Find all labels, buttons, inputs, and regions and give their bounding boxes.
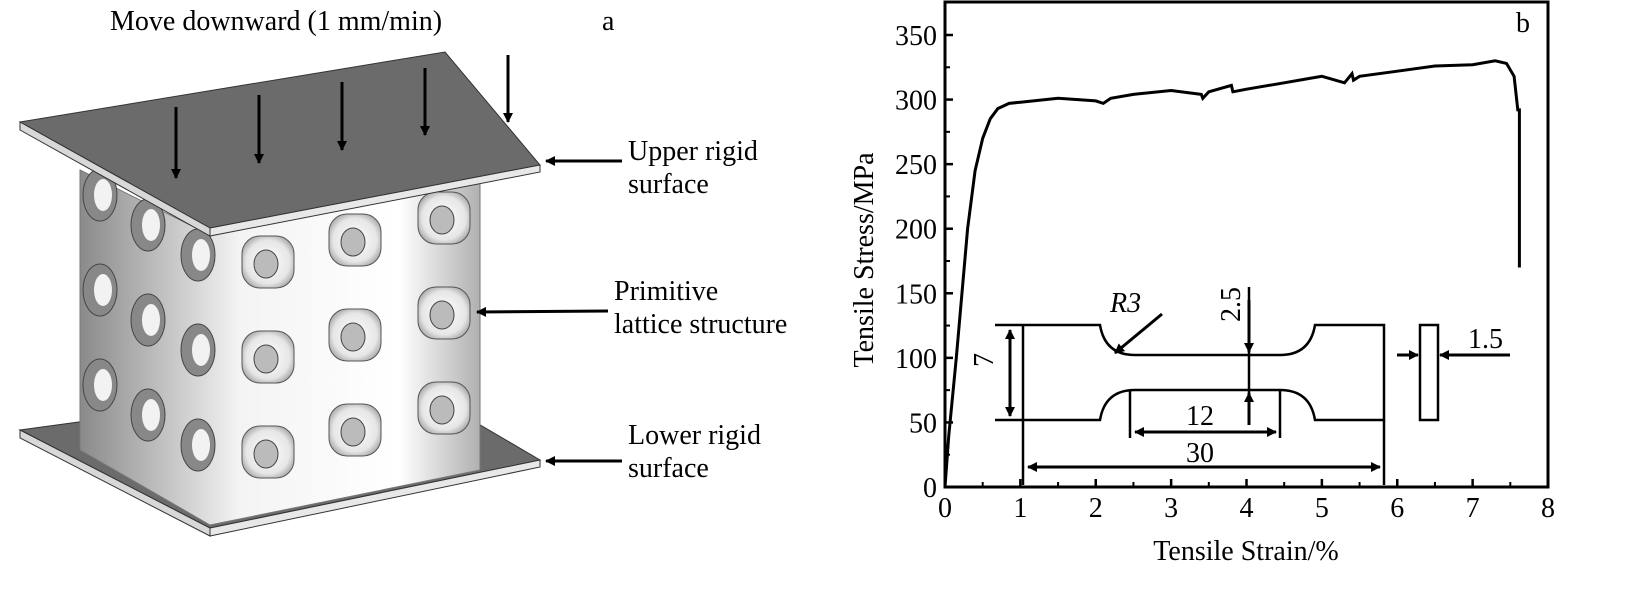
label-lattice: Primitive lattice structure (614, 276, 787, 340)
y-tick-label: 300 (895, 86, 937, 117)
x-axis-label: Tensile Strain/% (1153, 536, 1338, 567)
dim-2-5: 2.5 (1216, 287, 1247, 322)
y-tick-label: 0 (923, 473, 937, 504)
x-tick-label: 2 (1089, 493, 1103, 524)
y-tick-label: 250 (895, 150, 937, 181)
x-tick-label: 4 (1240, 493, 1254, 524)
x-tick-label: 7 (1466, 493, 1480, 524)
x-tick-label: 5 (1315, 493, 1329, 524)
dim-1-5: 1.5 (1468, 324, 1503, 355)
y-axis: 0 50 100 150 200 250 300 350 (895, 21, 953, 504)
stress-strain-curve (943, 59, 1521, 488)
y-axis-label: Tensile Stress/MPa (849, 152, 880, 368)
panel-a-title: Move downward (1 mm/min) (110, 6, 442, 37)
label-upper-surface: Upper rigid surface (628, 136, 765, 200)
panel-a-label: a (602, 6, 615, 37)
x-tick-label: 1 (1013, 493, 1027, 524)
y-tick-label: 150 (895, 279, 937, 310)
upper-rigid-surface (18, 51, 541, 237)
x-tick-label: 3 (1164, 493, 1178, 524)
primitive-lattice-structure (79, 168, 481, 526)
lattice-rings-front-face (241, 191, 471, 479)
label-lower-surface: Lower rigid surface (628, 420, 768, 484)
dim-12: 12 (1186, 401, 1214, 432)
y-tick-label: 200 (895, 215, 937, 246)
dim-7: 7 (969, 353, 1000, 367)
y-tick-label: 50 (909, 408, 937, 439)
panel-a: Move downward (1 mm/min) a (18, 6, 787, 537)
dim-30: 30 (1186, 438, 1214, 469)
x-tick-label: 0 (938, 493, 952, 524)
x-tick-label: 8 (1541, 493, 1555, 524)
plot-frame (943, 0, 1550, 489)
dim-r3: R3 (1109, 288, 1141, 319)
load-arrows (171, 55, 513, 179)
x-tick-label: 6 (1390, 493, 1404, 524)
y-tick-label: 100 (895, 344, 937, 375)
lattice-rings-left-face (82, 168, 216, 472)
panel-b-label: b (1516, 8, 1530, 39)
y-tick-label: 350 (895, 21, 937, 52)
annotation-arrows (476, 156, 622, 466)
specimen-drawing (995, 287, 1510, 485)
left-arrow-icon (476, 306, 609, 317)
